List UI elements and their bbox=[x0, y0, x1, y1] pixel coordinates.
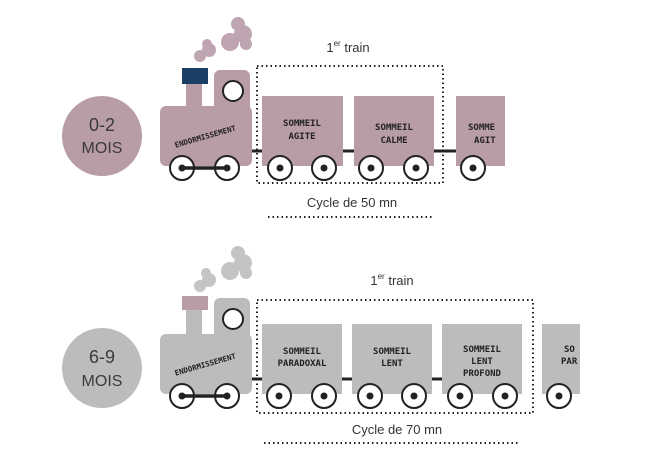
smoke-icon bbox=[194, 246, 252, 292]
engine-body bbox=[160, 334, 252, 394]
age-unit: MOIS bbox=[82, 140, 123, 157]
car-label-line: SOMMEIL bbox=[463, 345, 502, 355]
car-2: SOMMEIL CALME bbox=[354, 96, 434, 181]
age-value: 6-9 bbox=[89, 347, 115, 367]
car-label-line: AGITE bbox=[288, 132, 315, 142]
age-badge bbox=[62, 96, 142, 176]
car-1: SOMMEIL PARADOXAL bbox=[262, 324, 342, 409]
cycle-label: Cycle de 50 mn bbox=[307, 195, 397, 210]
car-label-line: PROFOND bbox=[463, 369, 502, 379]
cab-window bbox=[222, 308, 244, 330]
car-label-line: LENT bbox=[471, 357, 493, 367]
age-value: 0-2 bbox=[89, 115, 115, 135]
car-label-line: PAR bbox=[561, 357, 578, 367]
first-train-label: 1er train bbox=[370, 272, 413, 288]
smoke-icon bbox=[194, 17, 252, 62]
age-badge bbox=[62, 328, 142, 408]
chimney-cap bbox=[182, 296, 208, 310]
row-6-9-mois: 6-9 MOIS ENDORMISSEMENT SOMMEIL PARADOXA… bbox=[62, 246, 580, 444]
locomotive: ENDORMISSEMENT bbox=[160, 68, 252, 181]
locomotive: ENDORMISSEMENT bbox=[160, 296, 252, 409]
car-label-line: SOMME bbox=[468, 123, 495, 133]
car-label-line: CALME bbox=[380, 136, 407, 146]
car-label-line: PARADOXAL bbox=[278, 359, 327, 369]
car-3: SOMMEIL LENT PROFOND bbox=[442, 324, 522, 409]
car-4-partial: SO PAR bbox=[542, 324, 580, 409]
car-2: SOMMEIL LENT bbox=[352, 324, 432, 409]
car-label-line: SOMMEIL bbox=[373, 347, 412, 357]
age-unit: MOIS bbox=[82, 373, 123, 390]
car-label-line: SOMMEIL bbox=[283, 347, 322, 357]
first-train-frame bbox=[256, 299, 534, 414]
car-label-line: AGIT bbox=[474, 136, 496, 146]
car-label-line: SOMMEIL bbox=[375, 123, 414, 133]
chimney-cap bbox=[182, 68, 208, 84]
car-label-line: SOMMEIL bbox=[283, 119, 322, 129]
first-train-frame bbox=[256, 65, 444, 184]
car-label-line: SO bbox=[564, 345, 575, 355]
cycle-label: Cycle de 70 mn bbox=[352, 422, 442, 437]
row-0-2-mois: 0-2 MOIS ENDORMISSEMENT SOMMEIL AGITE bbox=[62, 17, 505, 218]
first-train-label: 1er train bbox=[326, 39, 369, 55]
car-1: SOMMEIL AGITE bbox=[262, 96, 343, 181]
engine-body bbox=[160, 106, 252, 166]
car-label-line: LENT bbox=[381, 359, 403, 369]
car-3-partial: SOMME AGIT bbox=[456, 96, 505, 181]
cab-window bbox=[222, 80, 244, 102]
